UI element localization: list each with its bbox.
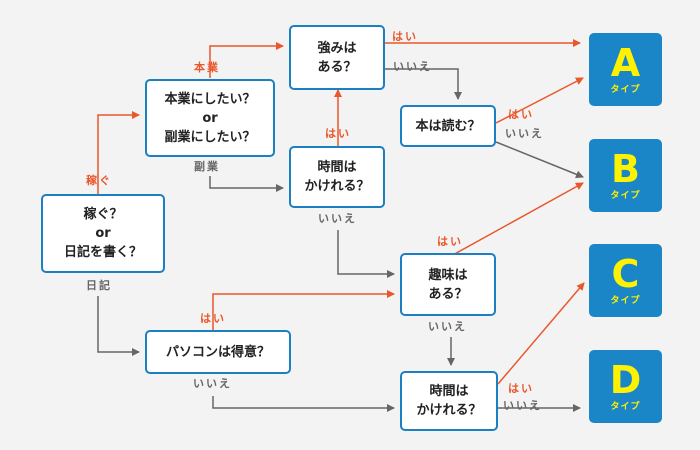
node-time-hobby-line1: 時間は — [429, 384, 469, 399]
node-reading: 本は読む？ — [400, 105, 496, 147]
label-main-job: 本業 — [194, 61, 220, 74]
node-strength-line2: ある？ — [317, 59, 357, 75]
node-strength: 強みは ある？ — [289, 25, 385, 90]
node-time-side-line2: かけれる？ — [304, 179, 370, 194]
node-time-side-line1: 時間は — [317, 160, 357, 175]
label-time-side-no: いいえ — [318, 212, 357, 225]
node-time-hobby-line2: かけれる？ — [416, 403, 482, 418]
node-start-line3: 日記を書く？ — [63, 245, 142, 260]
node-strength-line1: 強みは — [317, 40, 357, 56]
edge-computer-to-hobby — [212, 290, 395, 330]
label-strength-no: いいえ — [393, 60, 432, 73]
result-a-sub: タイプ — [610, 84, 641, 95]
result-b: B タイプ — [589, 139, 662, 212]
node-hobby-line2: ある？ — [428, 286, 468, 302]
node-hobby-line1: 趣味は — [428, 267, 468, 283]
node-career-line1: 本業にしたい？ — [164, 91, 256, 107]
label-earn: 稼ぐ — [86, 174, 112, 187]
result-c-sub: タイプ — [610, 295, 641, 306]
label-computer-no: いいえ — [193, 377, 232, 390]
edge-time-side-to-hobby — [337, 230, 395, 278]
node-reading-line1: 本は読む？ — [415, 118, 481, 134]
label-reading-yes: はい — [508, 108, 534, 121]
node-start-line1: 稼ぐ？ — [83, 207, 123, 222]
label-time-hobby-yes: はい — [508, 382, 534, 395]
edge-start-to-computer — [97, 296, 140, 356]
edge-career-to-strength — [209, 42, 284, 78]
edge-start-to-career — [97, 111, 140, 194]
label-time-hobby-no: いいえ — [503, 399, 542, 412]
result-c-letter: C — [611, 251, 640, 296]
result-b-sub: タイプ — [610, 190, 641, 201]
result-d-sub: タイプ — [610, 401, 641, 412]
label-computer-yes: はい — [200, 312, 226, 325]
result-a-letter: A — [610, 40, 641, 85]
label-strength-yes: はい — [392, 30, 418, 43]
label-time-side-yes: はい — [325, 127, 351, 140]
edge-reading-to-b — [495, 141, 584, 179]
node-career-line3: 副業にしたい？ — [164, 129, 256, 145]
node-time-side: 時間は かけれる？ — [289, 146, 385, 208]
label-side-job: 副業 — [194, 160, 220, 173]
edge-strength-to-reading — [385, 68, 462, 100]
edge-time-hobby-to-c — [497, 282, 585, 385]
node-time-hobby: 時間は かけれる？ — [400, 371, 498, 431]
node-start: 稼ぐ？ or 日記を書く？ — [41, 194, 165, 273]
label-diary: 日記 — [86, 279, 112, 292]
edge-computer-to-time-hobby — [212, 396, 395, 412]
node-hobby: 趣味は ある？ — [400, 253, 496, 316]
result-b-letter: B — [611, 146, 640, 191]
edge-reading-to-a — [495, 77, 584, 124]
label-reading-no: いいえ — [505, 127, 544, 140]
node-computer-line1: パソコンは得意？ — [165, 344, 270, 360]
node-start-line2: or — [95, 226, 111, 241]
result-d-letter: D — [609, 357, 642, 402]
label-hobby-no: いいえ — [428, 320, 467, 333]
node-career: 本業にしたい？ or 副業にしたい？ — [145, 79, 275, 157]
result-d: D タイプ — [589, 350, 662, 423]
result-c: C タイプ — [589, 244, 662, 317]
label-hobby-yes: はい — [437, 235, 463, 248]
node-career-line2: or — [202, 110, 218, 126]
result-a: A タイプ — [589, 33, 662, 106]
edge-career-to-time-side — [209, 176, 284, 192]
node-computer: パソコンは得意？ — [145, 330, 291, 374]
edge-hobby-to-b — [450, 182, 584, 257]
